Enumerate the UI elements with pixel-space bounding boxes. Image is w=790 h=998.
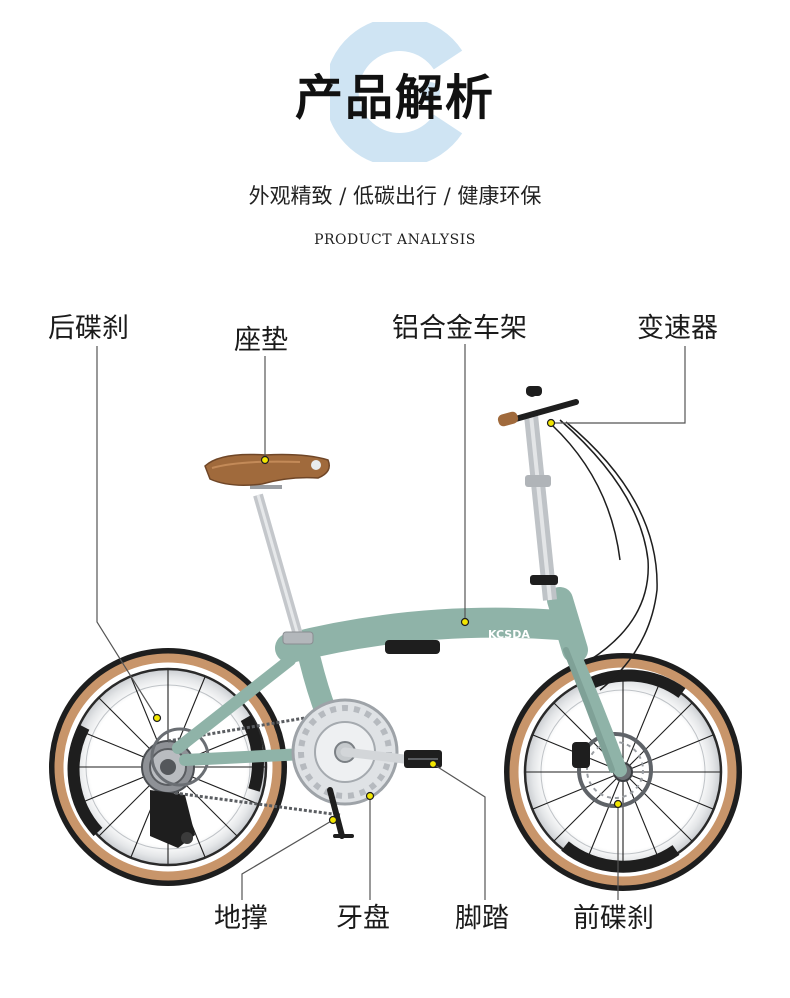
page-subtitle-en: PRODUCT ANALYSIS	[314, 232, 476, 248]
callout-chainring: 牙盘	[336, 903, 390, 934]
callout-saddle: 座垫	[234, 325, 288, 356]
brand-logo-icon	[330, 22, 463, 162]
aluminum-frame	[172, 587, 627, 777]
leader-lines	[96, 344, 686, 900]
kickstand	[327, 787, 354, 839]
frame-brand-text: KCSDA	[488, 628, 530, 641]
folding-hinge	[385, 640, 440, 654]
handlebar	[497, 386, 579, 427]
cables	[551, 419, 658, 691]
saddle	[204, 453, 330, 486]
marker-frame	[460, 617, 470, 627]
marker-derailleur	[546, 418, 556, 428]
callout-kickstand: 地撑	[214, 903, 268, 934]
marker-kickstand	[328, 815, 338, 825]
callout-pedal: 脚踏	[455, 903, 509, 934]
marker-chainring	[365, 791, 375, 801]
stem	[524, 414, 558, 601]
seatpost	[250, 485, 314, 645]
marker-saddle	[260, 455, 270, 465]
marker-rear-brake	[152, 713, 162, 723]
marker-dots	[152, 418, 623, 825]
callout-derailleur: 变速器	[637, 313, 718, 344]
page-subtitle: 外观精致 / 低碳出行 / 健康环保	[248, 184, 542, 208]
page-title: 产品解析	[294, 70, 495, 126]
marker-pedal	[428, 759, 438, 769]
callout-frame: 铝合金车架	[392, 313, 527, 344]
callout-front-brake: 前碟刹	[573, 903, 654, 934]
marker-front-brake	[613, 799, 623, 809]
callout-rear-brake: 后碟刹	[48, 313, 129, 344]
chainring	[291, 698, 417, 806]
